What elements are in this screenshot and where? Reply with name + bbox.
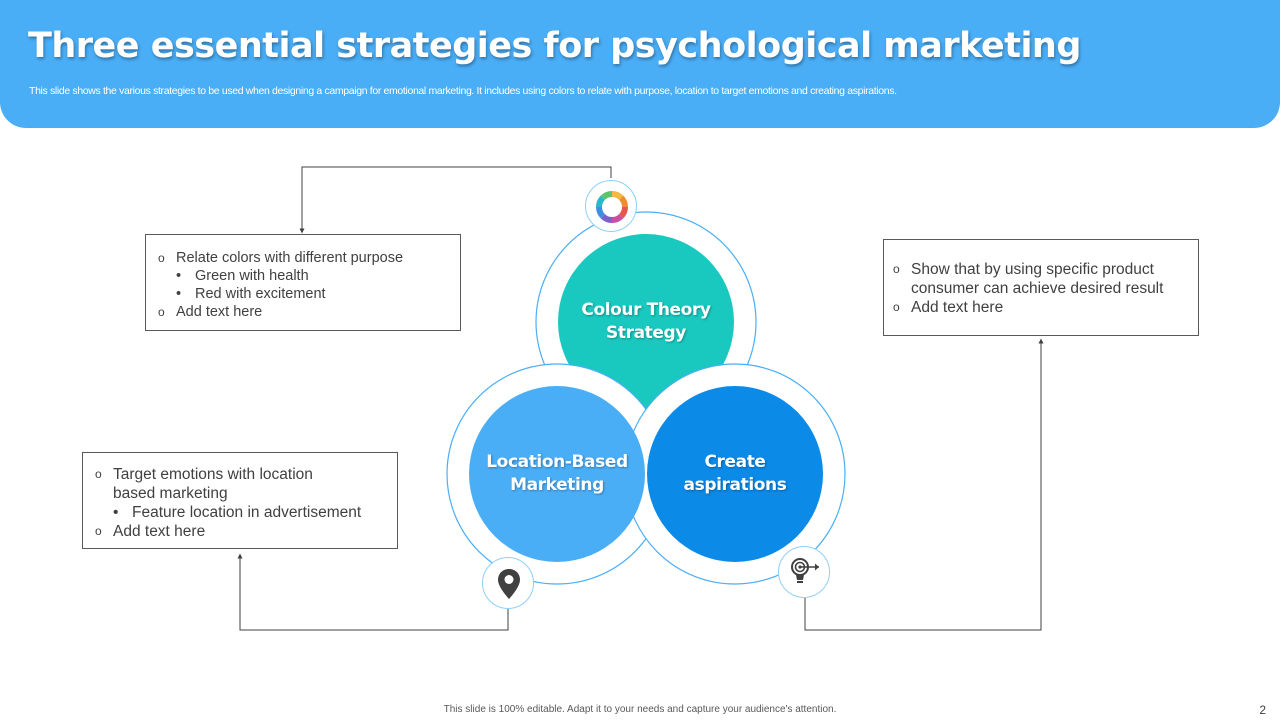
list-item: Add text here bbox=[893, 298, 1188, 317]
list-item: Green with health bbox=[158, 267, 450, 285]
list-item: Target emotions with location bbox=[95, 465, 387, 484]
list-item-continuation: based marketing bbox=[95, 484, 387, 503]
colour-strategy-box: Relate colors with different purpose Gre… bbox=[145, 234, 461, 331]
label-aspirations: Create aspirations bbox=[655, 451, 815, 497]
label-location-line2: Marketing bbox=[510, 475, 604, 495]
bulb-target-icon bbox=[778, 546, 830, 598]
list-item: Add text here bbox=[158, 303, 450, 321]
slide-subtitle: This slide shows the various strategies … bbox=[29, 85, 897, 97]
connector-colour bbox=[299, 166, 612, 234]
connector-aspiration bbox=[804, 338, 1044, 631]
footer-note: This slide is 100% editable. Adapt it to… bbox=[443, 704, 837, 715]
location-strategy-box: Target emotions with location based mark… bbox=[82, 452, 398, 549]
label-colour-theory-line2: Strategy bbox=[606, 323, 686, 343]
aspiration-strategy-box: Show that by using specific product cons… bbox=[883, 239, 1199, 336]
label-colour-theory-line1: Colour Theory bbox=[581, 300, 711, 320]
list-item-continuation-text: based marketing bbox=[113, 485, 228, 502]
page-number: 2 bbox=[1259, 703, 1266, 717]
list-item: Show that by using specific product bbox=[893, 260, 1188, 279]
header-banner: Three essential strategies for psycholog… bbox=[0, 0, 1280, 128]
label-aspirations-line1: Create bbox=[704, 452, 766, 472]
list-item: Red with excitement bbox=[158, 285, 450, 303]
color-wheel-icon bbox=[585, 180, 637, 232]
label-aspirations-line2: aspirations bbox=[683, 475, 787, 495]
label-location: Location-Based Marketing bbox=[472, 451, 642, 497]
slide-title: Three essential strategies for psycholog… bbox=[28, 26, 1081, 66]
list-item: Add text here bbox=[95, 522, 387, 541]
map-pin-icon bbox=[482, 557, 534, 609]
label-colour-theory: Colour Theory Strategy bbox=[566, 299, 726, 345]
list-item-continuation-text: consumer can achieve desired result bbox=[911, 280, 1164, 297]
circle-colour-theory bbox=[558, 234, 734, 410]
list-item-continuation: consumer can achieve desired result bbox=[893, 279, 1188, 298]
list-item: Relate colors with different purpose bbox=[158, 249, 450, 267]
connector-location bbox=[237, 553, 509, 631]
label-location-line1: Location-Based bbox=[486, 452, 628, 472]
circle-aspirations bbox=[647, 386, 823, 562]
circle-location bbox=[469, 386, 645, 562]
list-item: Feature location in advertisement bbox=[95, 503, 387, 522]
